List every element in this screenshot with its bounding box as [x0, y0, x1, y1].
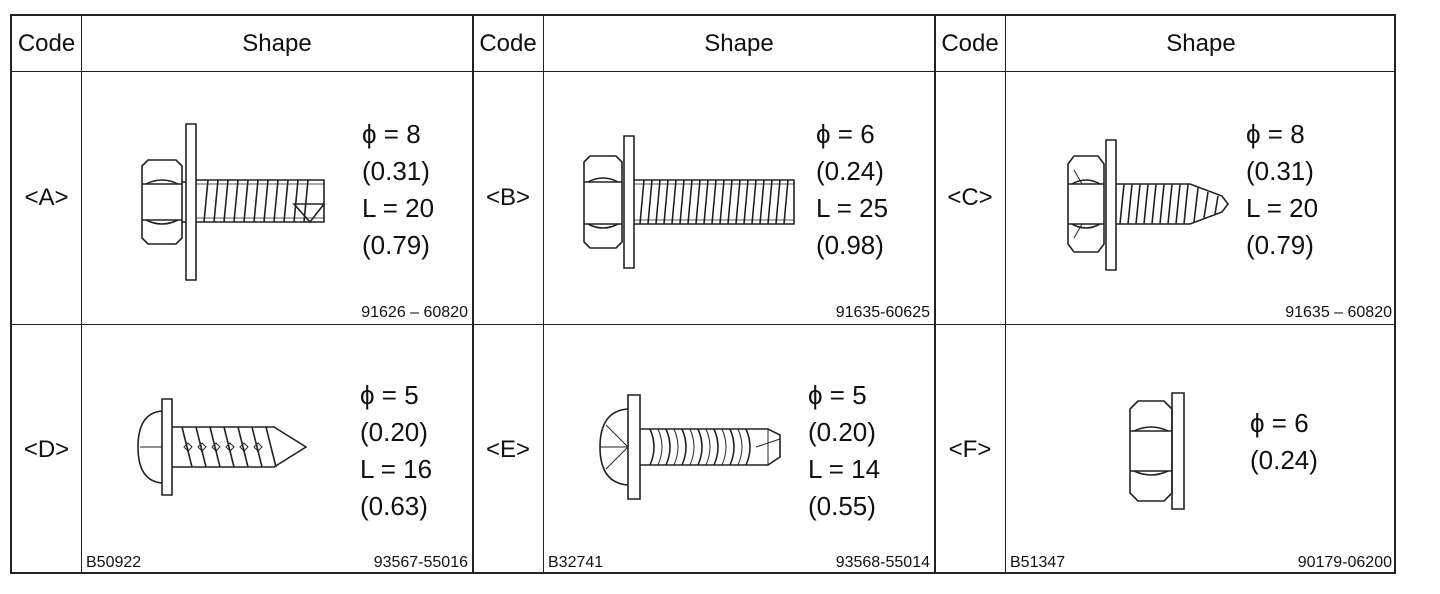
code-e: <E>: [485, 435, 531, 463]
spec-c: ϕ = 8 (0.31) L = 20 (0.79): [1246, 116, 1318, 264]
grid-line: [472, 16, 474, 572]
shape-cell-d: ϕ = 5 (0.20) L = 16 (0.63) B50922 93567-…: [82, 325, 472, 574]
diameter-in: (0.24): [816, 156, 884, 186]
code-c: <C>: [947, 184, 993, 211]
shape-cell-f: ϕ = 6 (0.24) B51347 90179-06200: [1006, 325, 1396, 574]
grid-line: [12, 324, 1394, 325]
diameter-in: (0.31): [362, 156, 430, 186]
length-mm: L = 14: [808, 454, 881, 484]
grid-line: [934, 16, 936, 572]
flange-nut-icon: [1126, 391, 1186, 511]
spec-f: ϕ = 6 (0.24): [1250, 405, 1318, 479]
figure-id-d: B50922: [86, 554, 142, 571]
spec-d: ϕ = 5 (0.20) L = 16 (0.63): [360, 377, 432, 525]
length-in: (0.55): [808, 491, 876, 521]
diameter-mm: ϕ = 5: [360, 380, 419, 410]
spec-e: ϕ = 5 (0.20) L = 14 (0.55): [808, 377, 880, 525]
diameter-in: (0.31): [1246, 156, 1314, 186]
diameter-in: (0.20): [360, 417, 428, 447]
header-shape-1: Shape: [242, 30, 312, 57]
length-mm: L = 20: [1246, 193, 1319, 223]
part-number-f: 90179-06200: [1297, 554, 1392, 571]
figure-id-e: B32741: [548, 554, 604, 571]
part-number-c: 91635 – 60820: [1285, 304, 1392, 321]
part-number-d: 93567-55016: [373, 554, 468, 571]
header-shape-2: Shape: [704, 30, 774, 57]
code-d: <D>: [23, 435, 70, 463]
length-in: (0.98): [816, 230, 884, 260]
diameter-mm: ϕ = 6: [1250, 408, 1309, 438]
length-mm: L = 16: [360, 454, 433, 484]
length-in: (0.63): [360, 491, 428, 521]
part-number-b: 91635-60625: [835, 304, 930, 321]
grid-line: [12, 71, 1394, 72]
code-a: <A>: [24, 184, 69, 211]
code-b: <B>: [485, 184, 531, 211]
figure-id-f: B51347: [1010, 554, 1066, 571]
diameter-mm: ϕ = 8: [362, 119, 421, 149]
grid-line: [1005, 16, 1006, 572]
grid-line: [543, 16, 544, 572]
pan-head-tapping-screw-icon: [134, 397, 310, 497]
diameter-in: (0.20): [808, 417, 876, 447]
header-code-1: Code: [17, 30, 76, 57]
diameter-in: (0.24): [1250, 445, 1318, 475]
hex-washer-bolt-icon: [580, 136, 796, 268]
part-number-e: 93568-55014: [835, 554, 930, 571]
header-shape-3: Shape: [1166, 30, 1236, 57]
header-code-2: Code: [479, 30, 537, 57]
length-mm: L = 20: [362, 193, 435, 223]
grid-line: [81, 16, 82, 572]
diameter-mm: ϕ = 6: [816, 119, 875, 149]
shape-cell-c: ϕ = 8 (0.31) L = 20 (0.79) 91635 – 60820: [1006, 72, 1396, 324]
fastener-table: Code Shape Code Shape Code Shape <A> <B>…: [10, 14, 1396, 574]
length-in: (0.79): [362, 230, 430, 260]
length-in: (0.79): [1246, 230, 1314, 260]
part-number-a: 91626 – 60820: [361, 304, 468, 321]
shape-cell-a: ϕ = 8 (0.31) L = 20 (0.79) 91626 – 60820: [82, 72, 472, 324]
header-code-3: Code: [941, 30, 999, 57]
length-mm: L = 25: [816, 193, 889, 223]
shape-cell-b: ϕ = 6 (0.24) L = 25 (0.98) 91635-60625: [544, 72, 934, 324]
pan-head-washer-screw-icon: [596, 395, 786, 499]
spec-a: ϕ = 8 (0.31) L = 20 (0.79): [362, 116, 434, 264]
hex-flange-bolt-icon: [134, 120, 324, 286]
diameter-mm: ϕ = 8: [1246, 119, 1305, 149]
hex-washer-tapping-bolt-icon: [1062, 140, 1238, 270]
code-f: <F>: [948, 435, 992, 463]
diameter-mm: ϕ = 5: [808, 380, 867, 410]
shape-cell-e: ϕ = 5 (0.20) L = 14 (0.55) B32741 93568-…: [544, 325, 934, 574]
spec-b: ϕ = 6 (0.24) L = 25 (0.98): [816, 116, 888, 264]
